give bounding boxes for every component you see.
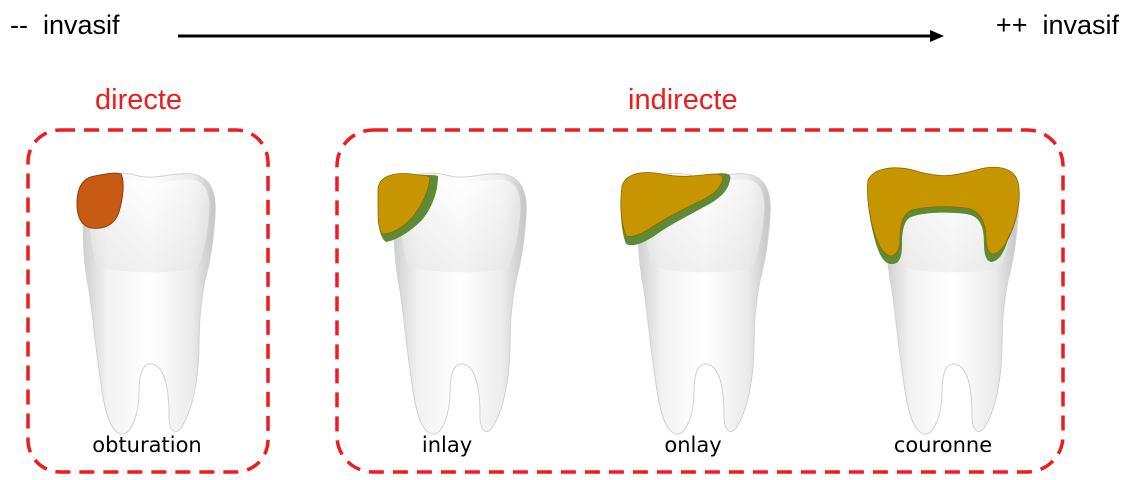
less-invasive-label: -- invasif [10, 10, 120, 41]
tooth-onlay [621, 173, 770, 435]
tooth-inlay [378, 173, 526, 434]
directe-title: directe [95, 84, 182, 117]
arrow-head-icon [930, 30, 944, 42]
tooth-couronne [867, 167, 1019, 434]
tooth-label-obturation: obturation [92, 433, 201, 457]
more-invasive-label: ++ invasif [996, 10, 1119, 41]
tooth-obturation [77, 173, 215, 434]
tooth-label-inlay: inlay [422, 433, 472, 457]
indirecte-title: indirecte [628, 84, 738, 117]
tooth-label-couronne: couronne [894, 433, 992, 457]
tooth-label-onlay: onlay [664, 433, 721, 457]
